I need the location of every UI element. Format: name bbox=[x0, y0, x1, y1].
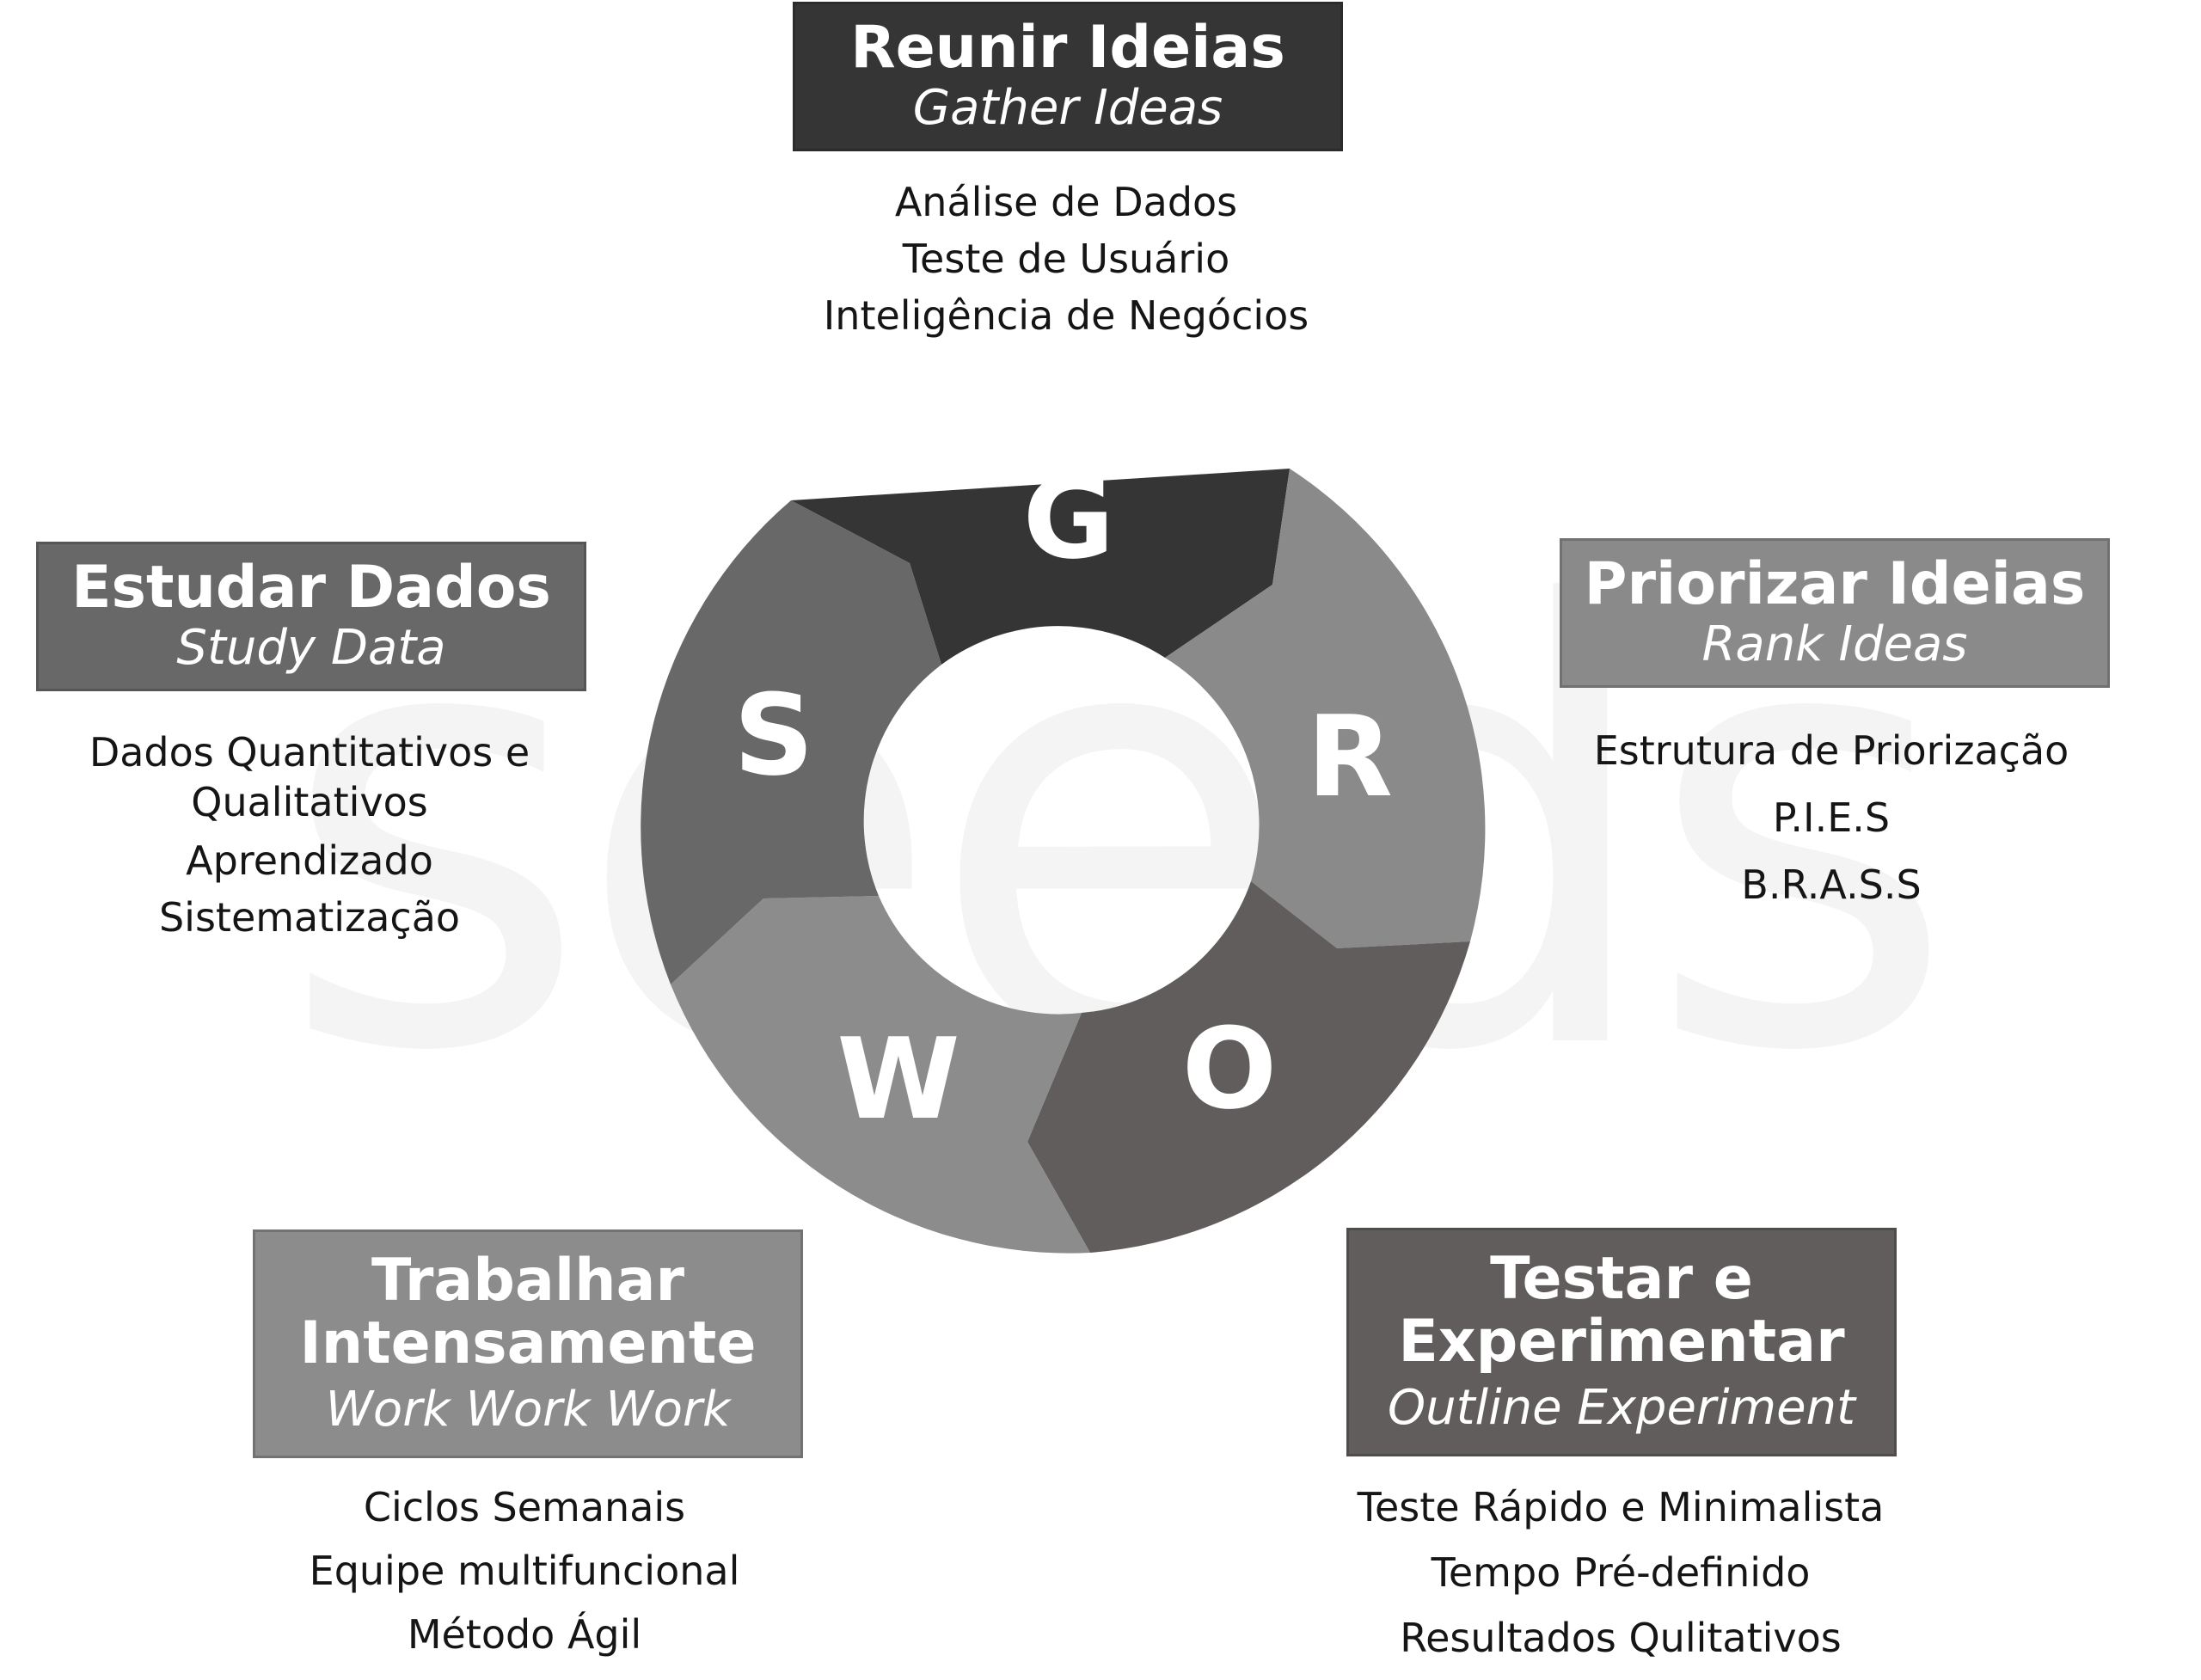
stage-items-gather: Análise de Dados Teste de Usuário Inteli… bbox=[757, 179, 1376, 349]
stage-subtitle: Gather Ideas bbox=[912, 80, 1223, 137]
stage-title: Trabalhar Intensamente bbox=[299, 1246, 757, 1378]
stage-item: Teste Rápido e Minimalista bbox=[1357, 1484, 1885, 1530]
stage-items-outline: Teste Rápido e Minimalista Tempo Pré-def… bbox=[1298, 1484, 1943, 1680]
segment-letter-g: G bbox=[1023, 453, 1115, 584]
stage-item: Dados Quantitativos e Qualitativos bbox=[89, 729, 530, 825]
stage-item: P.I.E.S bbox=[1772, 794, 1891, 841]
segment-g bbox=[791, 469, 1290, 665]
stage-subtitle: Outline Experiment bbox=[1388, 1379, 1855, 1436]
stage-item: Aprendizado bbox=[186, 837, 433, 884]
stage-items-work: Ciclos Semanais Equipe multifuncional Mé… bbox=[215, 1484, 834, 1675]
stage-item: Método Ágil bbox=[407, 1611, 642, 1658]
stage-title: Estudar Dados bbox=[71, 553, 551, 622]
stage-box-study: Estudar Dados Study Data bbox=[36, 542, 586, 691]
stage-box-work: Trabalhar Intensamente Work Work Work bbox=[253, 1229, 803, 1458]
stage-item: B.R.A.S.S bbox=[1741, 861, 1922, 908]
stage-item: Equipe multifuncional bbox=[309, 1548, 740, 1594]
stage-item: Resultados Qulitativos bbox=[1400, 1615, 1842, 1661]
segment-letter-s: S bbox=[733, 670, 814, 800]
segment-letter-w: W bbox=[837, 1014, 959, 1144]
segment-s bbox=[641, 500, 941, 984]
segment-letter-r: R bbox=[1307, 691, 1393, 822]
stage-items-rank: Estrutura de Priorização P.I.E.S B.R.A.S… bbox=[1522, 727, 2141, 929]
stage-item: Inteligência de Negócios bbox=[823, 292, 1309, 339]
stage-subtitle: Work Work Work bbox=[325, 1381, 731, 1438]
segment-r bbox=[1165, 469, 1486, 948]
stage-box-rank: Priorizar Ideias Rank Ideas bbox=[1560, 538, 2110, 688]
stage-box-gather: Reunir Ideias Gather Ideas bbox=[793, 2, 1343, 151]
segment-letter-o: O bbox=[1182, 1003, 1278, 1134]
stage-box-outline: Testar e Experimentar Outline Experiment bbox=[1346, 1228, 1897, 1456]
stage-item: Tempo Pré-definido bbox=[1431, 1549, 1811, 1596]
stage-item: Sistematização bbox=[158, 894, 461, 941]
stage-item: Estrutura de Priorização bbox=[1593, 727, 2069, 774]
stage-title: Priorizar Ideias bbox=[1584, 549, 2086, 618]
stage-subtitle: Study Data bbox=[176, 620, 446, 677]
segment-w bbox=[671, 896, 1090, 1254]
stage-title: Testar e Experimentar bbox=[1398, 1244, 1845, 1376]
stage-subtitle: Rank Ideas bbox=[1701, 616, 1968, 673]
stage-item: Análise de Dados bbox=[894, 179, 1238, 225]
stage-title: Reunir Ideias bbox=[850, 13, 1285, 82]
segment-o bbox=[1027, 881, 1470, 1253]
stage-item: Teste de Usuário bbox=[902, 236, 1230, 282]
stage-items-study: Dados Quantitativos e Qualitativos Apren… bbox=[17, 727, 602, 946]
stage-item: Ciclos Semanais bbox=[363, 1484, 686, 1530]
